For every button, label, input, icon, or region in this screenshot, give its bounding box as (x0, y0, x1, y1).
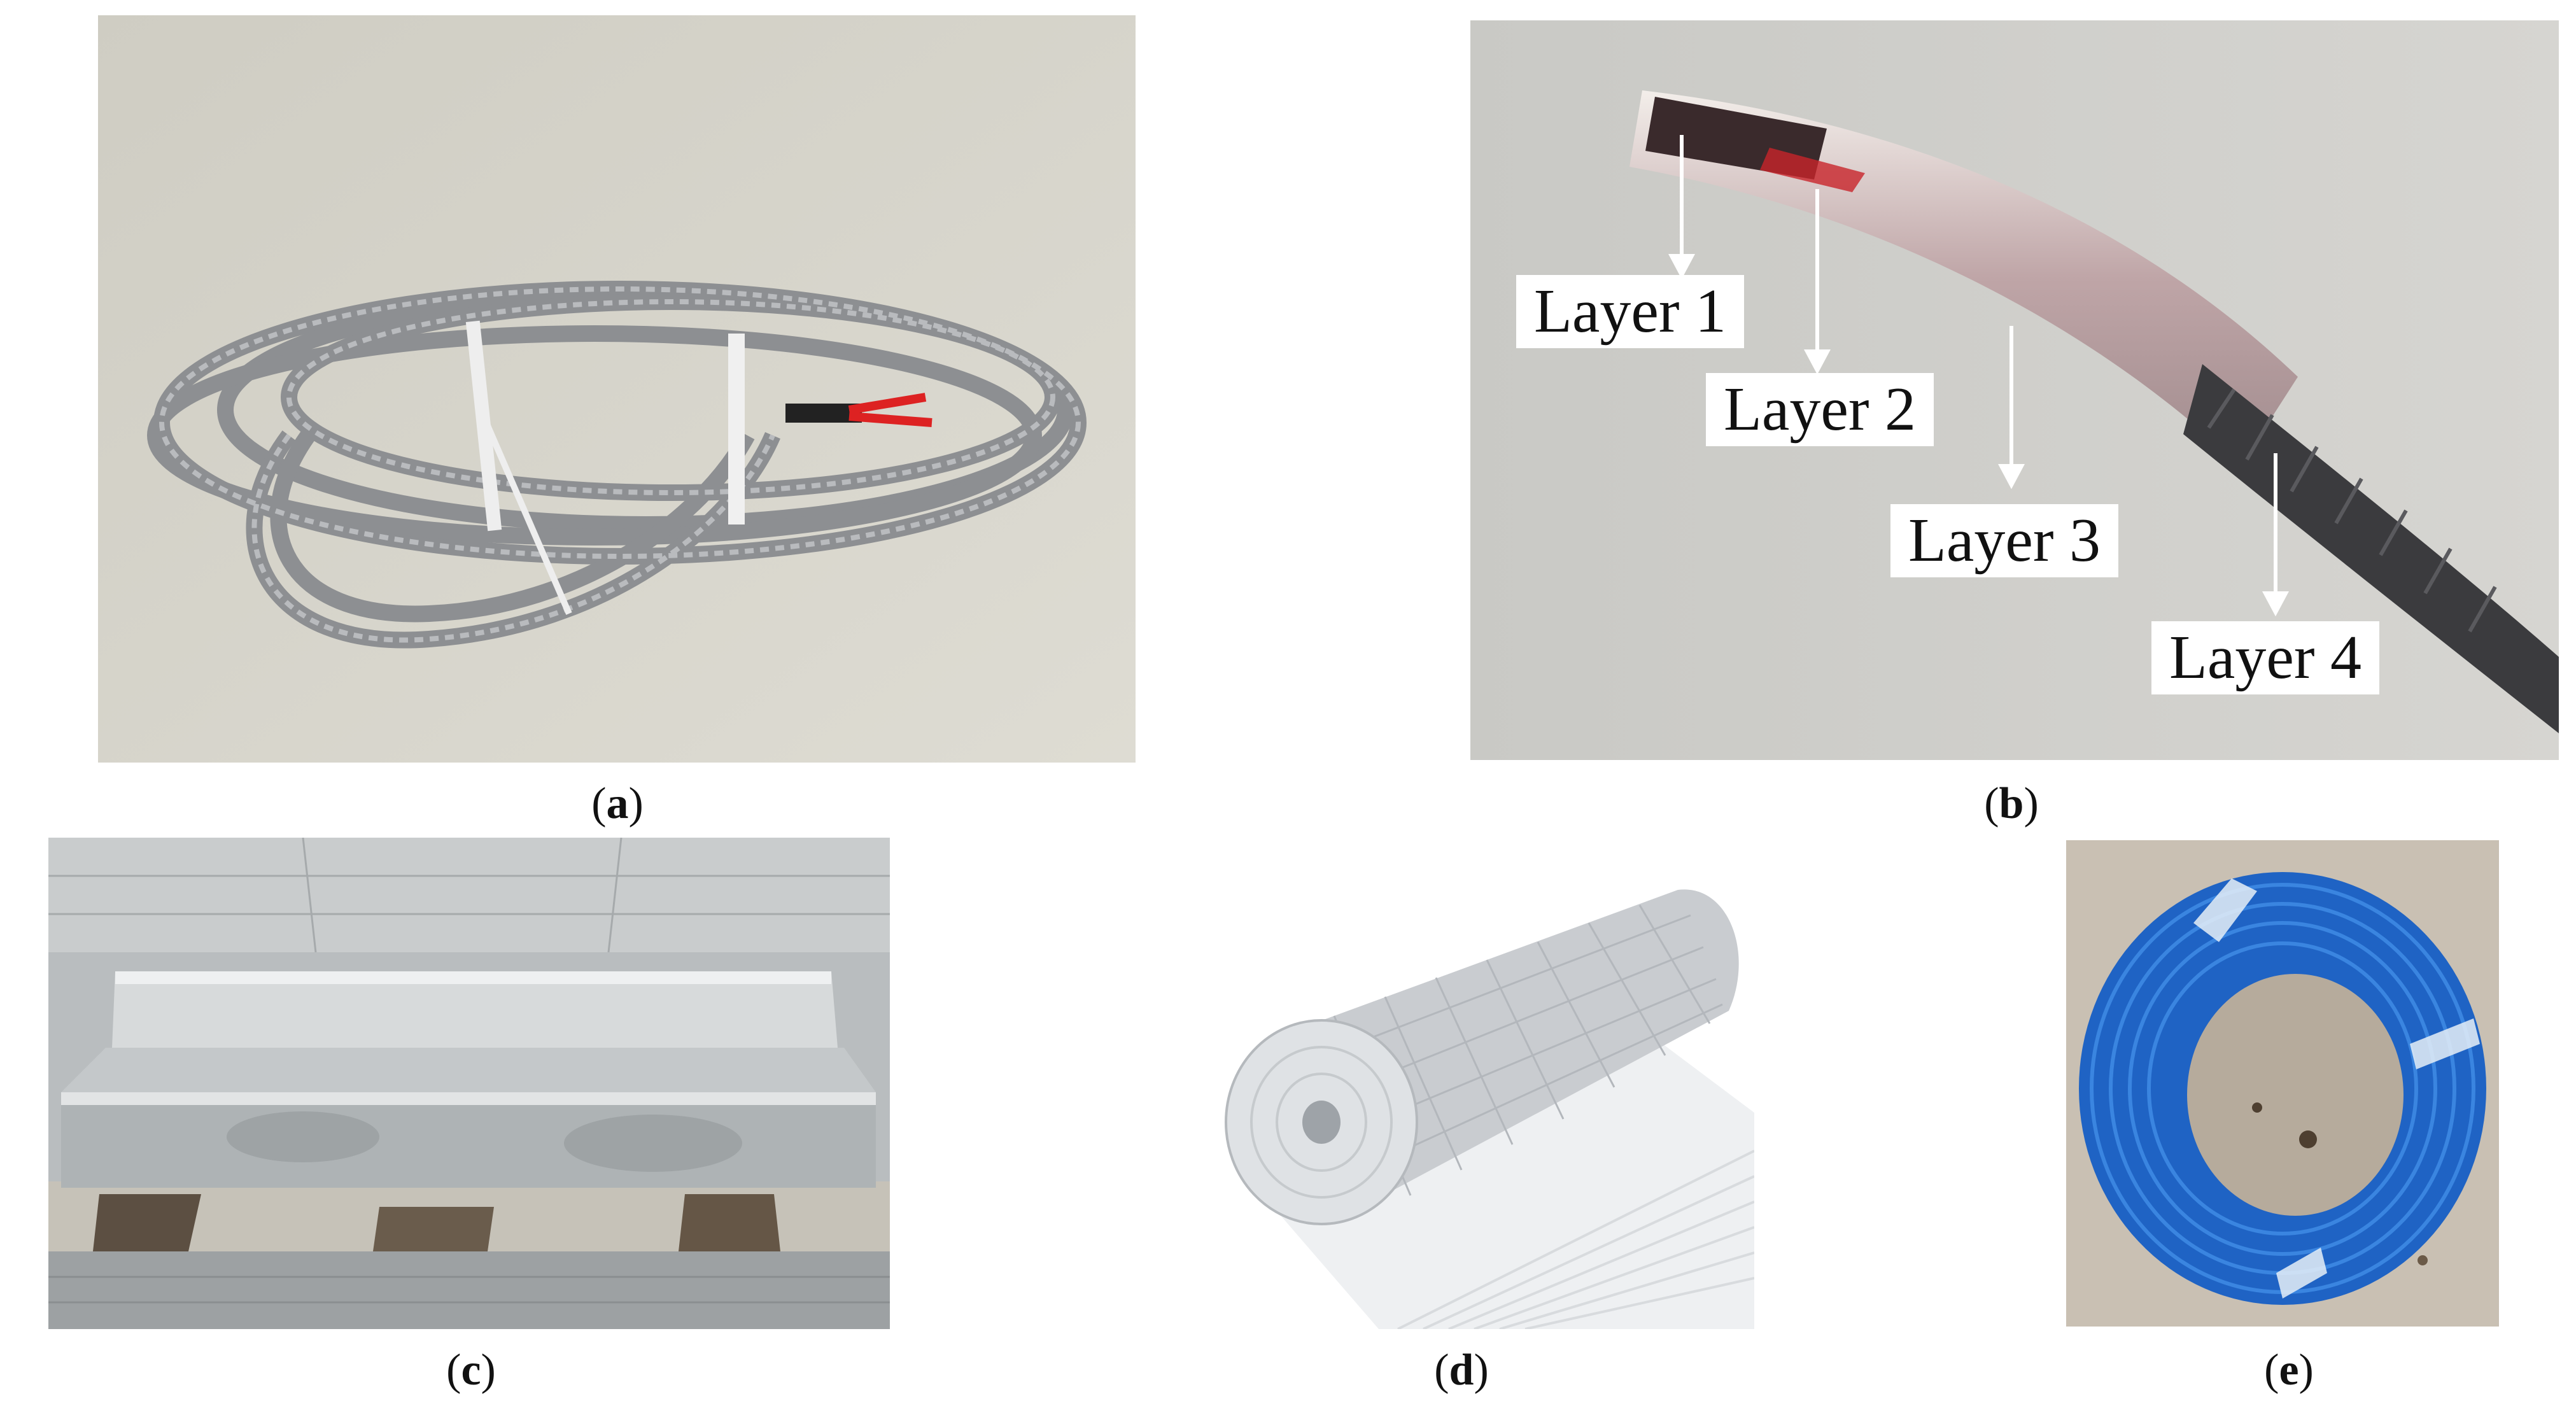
caption-e: (e) (2264, 1346, 2314, 1395)
layer-1-label: Layer 1 (1516, 275, 1744, 348)
steel-trough-image (48, 838, 890, 1329)
foil-insulation-roll-image (1169, 871, 1754, 1329)
cable-layers-image (1470, 20, 2559, 760)
layer-3-label: Layer 3 (1890, 504, 2118, 577)
caption-c: (c) (446, 1346, 496, 1395)
panel-a-photo (98, 15, 1136, 763)
layer-4-label: Layer 4 (2151, 621, 2379, 694)
layer-2-label: Layer 2 (1706, 373, 1934, 446)
braided-cable-coil-image (98, 15, 1136, 763)
caption-b: (b) (1984, 779, 2039, 828)
caption-a: (a) (591, 779, 644, 828)
panel-d-photo (1169, 871, 1754, 1329)
panel-b-photo: Layer 1 Layer 2 Layer 3 Layer 4 (1470, 20, 2559, 760)
panel-c-photo (48, 838, 890, 1329)
blue-wire-coil-image (2066, 840, 2499, 1327)
caption-d: (d) (1434, 1346, 1489, 1395)
panel-e-photo (2066, 840, 2499, 1327)
